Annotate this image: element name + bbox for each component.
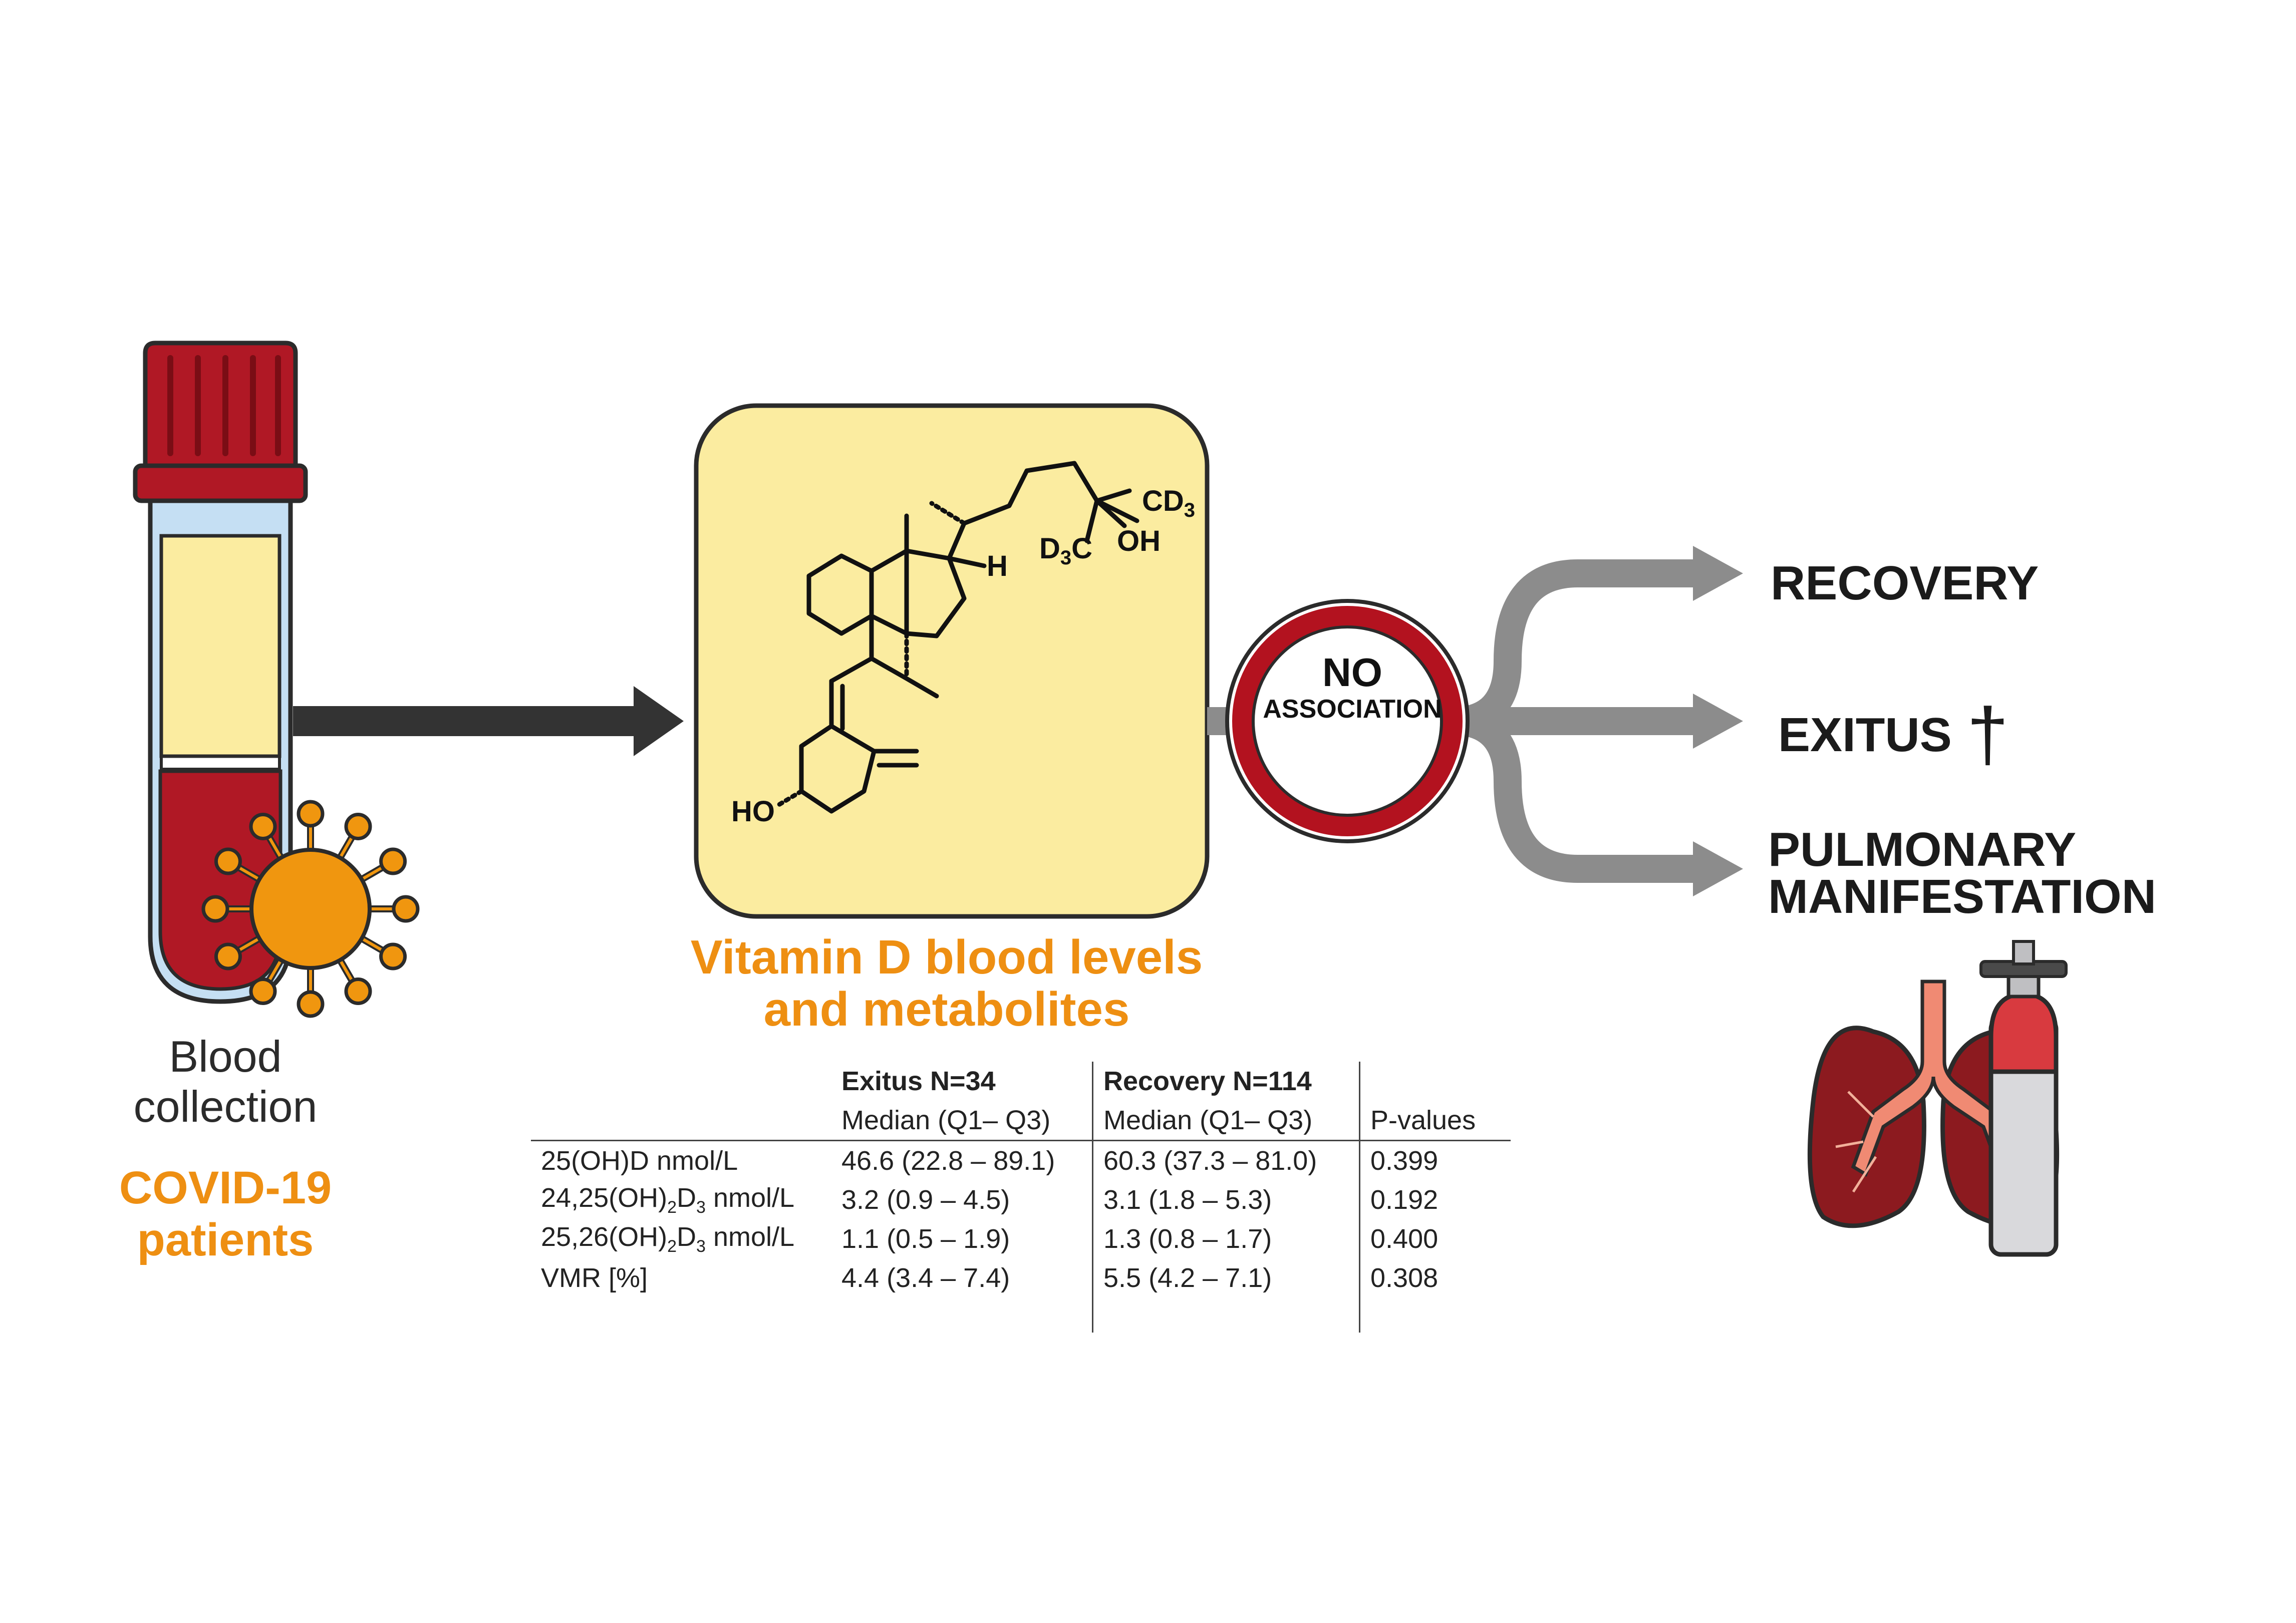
row-label: 25(OH)D nmol/L <box>541 1146 738 1176</box>
table-header-recovery: Recovery N=114 <box>1092 1062 1360 1101</box>
virus-spike-tip <box>201 895 229 923</box>
oxygen-cylinder-icon: O2 <box>1979 940 2068 1257</box>
virus-icon <box>201 800 420 1018</box>
outcome-pulmonary-line2: MANIFESTATION <box>1768 870 2157 923</box>
table-subheader-median-recovery: Median (Q1– Q3) <box>1092 1101 1360 1141</box>
virus-spike-tip <box>297 800 325 828</box>
molecule-label-ho: HO <box>731 795 775 828</box>
table-header-empty <box>531 1062 831 1101</box>
virus-spike-tip <box>344 812 372 840</box>
virus-spike-tip <box>379 847 407 875</box>
table-subheader-empty <box>531 1101 831 1141</box>
dagger-icon: † <box>1966 692 2009 776</box>
covid-line1: COVID-19 <box>119 1162 332 1213</box>
outcome-exitus-text: EXITUS <box>1778 708 1952 762</box>
virus-spike-tip <box>297 990 325 1018</box>
row-exitus: 4.4 (3.4 – 7.4) <box>841 1263 1010 1293</box>
table-row: 25(OH)D nmol/L 46.6 (22.8 – 89.1) 60.3 (… <box>531 1140 1511 1180</box>
table-header-empty2 <box>1359 1062 1511 1101</box>
blood-collection-line2: collection <box>133 1082 318 1131</box>
virus-spike-tip <box>392 895 420 923</box>
row-recovery: 5.5 (4.2 – 7.1) <box>1092 1258 1360 1333</box>
virus-spike-tip <box>214 847 242 875</box>
table-header-groups: Exitus N=34 Recovery N=114 <box>531 1062 1511 1101</box>
blood-collection-line1: Blood <box>169 1032 282 1081</box>
table-header-exitus: Exitus N=34 <box>841 1066 996 1096</box>
row-recovery: 60.3 (37.3 – 81.0) <box>1092 1140 1360 1180</box>
blood-collection-label: Blood collection <box>75 1032 376 1132</box>
vitd-line2: and metabolites <box>763 983 1130 1036</box>
table-row: VMR [%] 4.4 (3.4 – 7.4) 5.5 (4.2 – 7.1) … <box>531 1258 1511 1333</box>
table-row: 24,25(OH)2D3 nmol/L 3.2 (0.9 – 4.5) 3.1 … <box>531 1180 1511 1219</box>
row-pvalue: 0.192 <box>1359 1180 1511 1219</box>
arrow-to-vitamin-d <box>293 686 684 756</box>
no-association-line1: NO <box>1322 650 1382 695</box>
virus-spike-tip <box>344 978 372 1006</box>
covid-line2: patients <box>137 1214 314 1265</box>
molecule-label-h: H <box>987 550 1008 582</box>
table-subheader-pvalues: P-values <box>1359 1101 1511 1141</box>
no-association-ring <box>1232 606 1463 836</box>
oxygen-label: O2 <box>2007 1021 2040 1057</box>
row-exitus: 46.6 (22.8 – 89.1) <box>841 1146 1055 1176</box>
virus-spike-tip <box>249 812 277 840</box>
outcome-pulmonary-line1: PULMONARY <box>1768 823 2077 876</box>
row-recovery: 1.3 (0.8 – 1.7) <box>1092 1219 1360 1258</box>
results-table: Exitus N=34 Recovery N=114 Median (Q1– Q… <box>531 1062 1511 1333</box>
outcome-pulmonary: PULMONARY MANIFESTATION <box>1768 823 2157 923</box>
row-pvalue: 0.399 <box>1359 1140 1511 1180</box>
row-label: VMR [%] <box>541 1263 648 1293</box>
vitamin-d-label: Vitamin D blood levels and metabolites <box>621 931 1272 1036</box>
outcome-recovery: RECOVERY <box>1771 556 2039 610</box>
row-exitus: 1.1 (0.5 – 1.9) <box>841 1224 1010 1254</box>
row-recovery: 3.1 (1.8 – 5.3) <box>1092 1180 1360 1219</box>
vitamin-d-box <box>694 403 1210 919</box>
no-association-text: NO ASSOCIATION <box>1242 651 1463 724</box>
row-pvalue: 0.308 <box>1359 1258 1511 1333</box>
table-subheader: Median (Q1– Q3) Median (Q1– Q3) P-values <box>531 1101 1511 1141</box>
row-pvalue: 0.400 <box>1359 1219 1511 1258</box>
vitd-line1: Vitamin D blood levels <box>690 930 1203 984</box>
row-label: 25,26(OH)2D3 nmol/L <box>541 1222 795 1256</box>
row-label: 24,25(OH)2D3 nmol/L <box>541 1183 795 1217</box>
virus-spike-tip <box>214 942 242 970</box>
row-exitus: 3.2 (0.9 – 4.5) <box>841 1185 1010 1215</box>
table-row: 25,26(OH)2D3 nmol/L 1.1 (0.5 – 1.9) 1.3 … <box>531 1219 1511 1258</box>
molecule-label-cd3: CD3 <box>1142 485 1195 521</box>
virus-spike-tip <box>249 978 277 1006</box>
table-subheader-median-exitus: Median (Q1– Q3) <box>831 1101 1093 1141</box>
vitamin-d-molecule <box>774 461 1139 814</box>
no-association-line2: ASSOCIATION <box>1263 695 1442 724</box>
outcome-exitus: EXITUS† <box>1778 697 2008 772</box>
virus-spike-tip <box>379 942 407 970</box>
grey-connector <box>1207 546 1743 896</box>
covid-patients-label: COVID-19 patients <box>65 1162 386 1266</box>
molecule-label-oh: OH <box>1117 525 1161 557</box>
